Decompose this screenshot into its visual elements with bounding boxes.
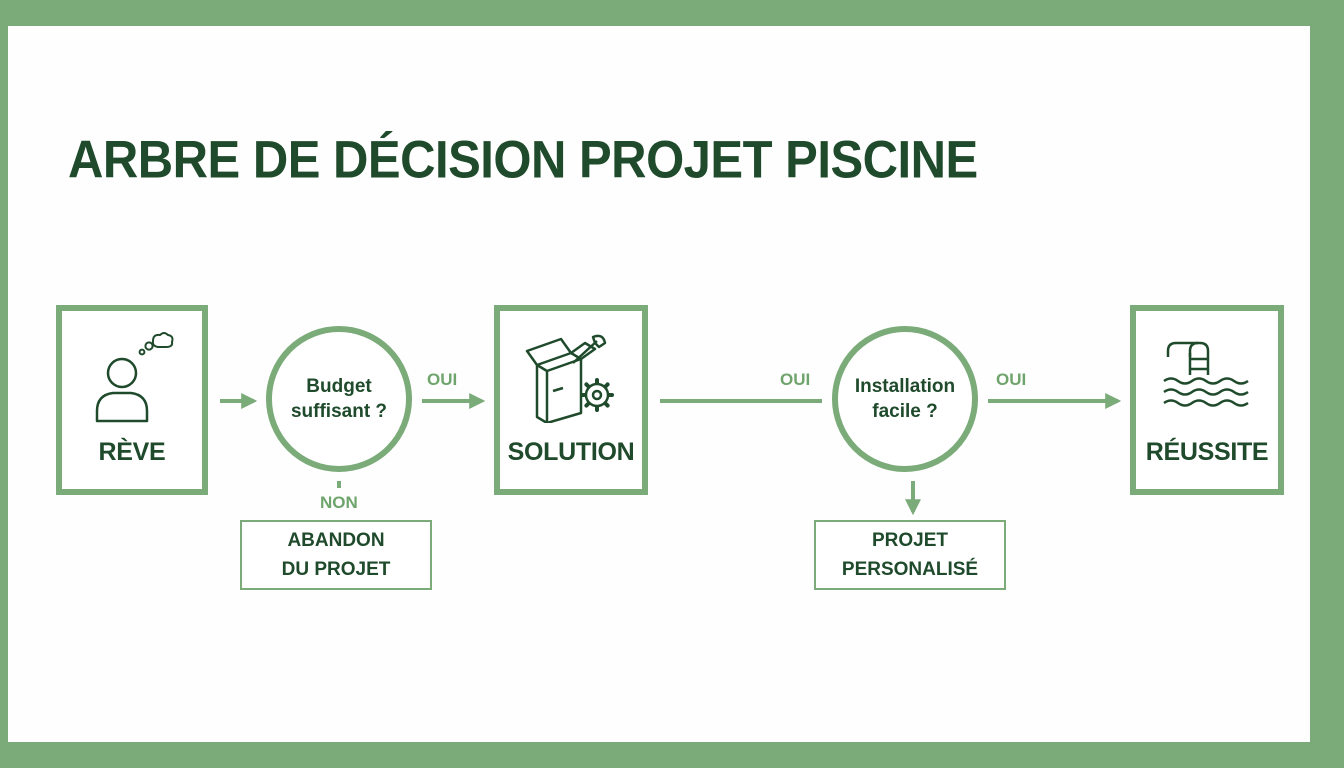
- node-solution-label: SOLUTION: [507, 438, 635, 466]
- node-installation-label: Installation facile ?: [854, 376, 956, 422]
- diagram-title: ARBRE DE DÉCISION PROJET PISCINE: [68, 131, 978, 190]
- diagram-canvas: [8, 26, 1310, 742]
- node-abandon: ABANDON DU PROJET: [240, 520, 432, 590]
- node-budget-decision: Budget suffisant ?: [266, 326, 412, 472]
- pool-ladder-icon: [1163, 341, 1249, 407]
- edge-label-installation-in: OUI: [780, 370, 811, 389]
- node-installation-decision: Installation facile ?: [832, 326, 978, 472]
- node-reussite-label: RÉUSSITE: [1145, 438, 1269, 466]
- node-abandon-label: ABANDON DU PROJET: [281, 530, 391, 580]
- edge-label-installation-yes: OUI: [996, 370, 1027, 389]
- edge-label-budget-yes: OUI: [427, 370, 458, 389]
- edge-label-budget-no: NON: [320, 493, 358, 512]
- box-tools-gear-icon: [525, 334, 614, 423]
- node-solution: SOLUTION: [494, 305, 648, 495]
- dreaming-person-icon: [95, 332, 174, 423]
- node-projet-personalise: PROJET PERSONALISÉ: [814, 520, 1006, 590]
- node-reussite: RÉUSSITE: [1130, 305, 1284, 495]
- node-reve: RÈVE: [56, 305, 208, 495]
- node-reve-label: RÈVE: [98, 438, 166, 466]
- node-projet-personalise-label: PROJET PERSONALISÉ: [841, 530, 979, 580]
- node-budget-label: Budget suffisant ?: [290, 376, 388, 422]
